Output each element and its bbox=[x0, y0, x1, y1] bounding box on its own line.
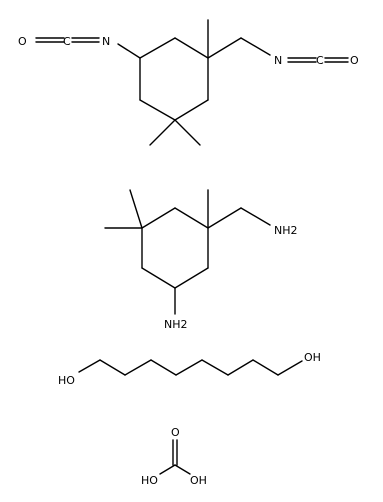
carbonyl-oxygen-label: O bbox=[171, 426, 180, 439]
nitrogen-label-left: N bbox=[102, 35, 110, 48]
hydroxyl-label-right: OH bbox=[190, 474, 207, 487]
hexanediol-structure: HO OH bbox=[58, 351, 321, 387]
carbon-label-right: C bbox=[316, 54, 324, 67]
hydroxyl-label-left: HO bbox=[58, 374, 75, 387]
carbonic-acid-structure: O HO OH bbox=[141, 426, 207, 487]
oxygen-label-right: O bbox=[350, 54, 359, 67]
isophorone-diamine-structure: NH2 NH2 bbox=[104, 189, 298, 331]
isophorone-diisocyanate-structure: O C N N C O bbox=[18, 19, 359, 146]
carbon-label-left: C bbox=[63, 35, 71, 48]
hydroxyl-label-right: OH bbox=[304, 351, 321, 364]
amine-label-ring: NH2 bbox=[164, 318, 188, 331]
hydroxyl-label-left: HO bbox=[141, 474, 158, 487]
amine-label-side: NH2 bbox=[274, 224, 298, 237]
oxygen-label-left: O bbox=[18, 35, 27, 48]
nitrogen-label-right: N bbox=[274, 54, 282, 67]
